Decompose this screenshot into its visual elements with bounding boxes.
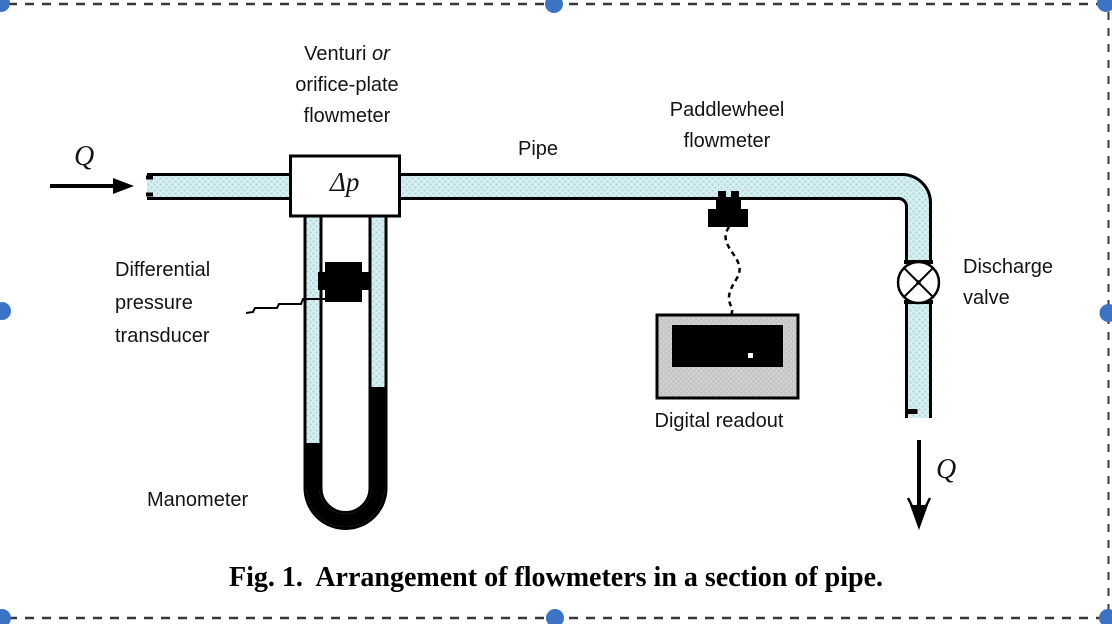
- discharge-valve-label: Discharge valve: [963, 256, 1054, 309]
- selection-handle[interactable]: [1099, 609, 1112, 624]
- selection-handle[interactable]: [0, 302, 11, 320]
- manometer-tube-wall: [303, 210, 388, 530]
- flow-out-arrow: [906, 440, 932, 530]
- pipe-label: Pipe: [517, 138, 559, 160]
- manometer-mercury-column: [306, 387, 385, 527]
- venturi-label-line2: orifice-plate: [295, 74, 399, 96]
- transducer-body: [318, 262, 369, 302]
- digital-readout-label: Digital readout: [654, 410, 784, 432]
- signal-cable: [724, 226, 741, 317]
- pipe-run: [146, 173, 933, 418]
- flow-in-symbol: Q: [74, 141, 95, 172]
- pipe-inlet-tick: [146, 192, 153, 197]
- venturi-label-or: or: [372, 43, 390, 65]
- selection-handle[interactable]: [0, 609, 11, 624]
- pipe-inlet-tick: [146, 175, 153, 180]
- selection-handle[interactable]: [1099, 304, 1112, 322]
- delta-p-label: Δp: [330, 167, 360, 197]
- readout-indicator-dot: [748, 353, 753, 358]
- selection-handle[interactable]: [545, 0, 563, 13]
- selection-handle[interactable]: [1097, 0, 1112, 12]
- flow-out-symbol: Q: [936, 454, 957, 485]
- figure-caption: Fig. 1. Arrangement of flowmeters in a s…: [229, 562, 883, 593]
- venturi-label: Venturi or orifice-plate flowmeter: [295, 39, 398, 132]
- selection-handle[interactable]: [546, 609, 564, 624]
- paddlewheel-label: Paddlewheel flowmeter: [669, 99, 785, 152]
- transducer-pointer-line: [245, 298, 326, 314]
- venturi-label-line1: Venturi: [304, 43, 367, 65]
- selection-handle[interactable]: [0, 0, 10, 12]
- discharge-valve-symbol: [896, 260, 941, 305]
- manometer-label: Manometer: [147, 489, 249, 511]
- venturi-label-line3: flowmeter: [303, 105, 391, 127]
- pipe-outlet-tick: [906, 409, 918, 414]
- differential-transducer-label: Differential pressure transducer: [115, 259, 211, 347]
- manometer-fluid: [306, 210, 385, 527]
- readout-screen: [672, 325, 783, 367]
- flow-in-arrow: [50, 178, 134, 194]
- paddlewheel-sensor: [708, 191, 748, 227]
- manometer-utube: [303, 210, 388, 530]
- digital-readout-device: [655, 313, 800, 400]
- venturi-meter-box: [289, 154, 401, 218]
